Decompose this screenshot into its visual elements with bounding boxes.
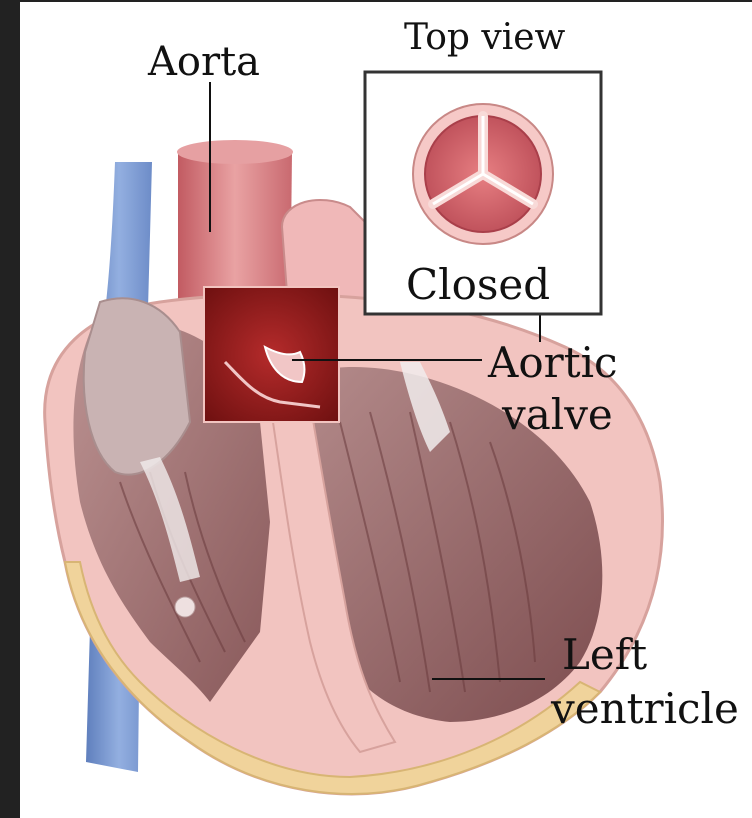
left-ventricle-label-line2: ventricle bbox=[551, 688, 739, 730]
valve-top-view bbox=[413, 104, 553, 244]
closed-label: Closed bbox=[406, 264, 550, 306]
aorta-label: Aorta bbox=[148, 42, 260, 82]
aortic-valve-label-line2: valve bbox=[502, 394, 613, 436]
aortic-valve-label-line1: Aortic bbox=[488, 342, 618, 384]
left-ventricle-label-line1: Left bbox=[562, 634, 647, 676]
diagram-canvas: Aorta Top view Closed Aortic valve Left … bbox=[20, 2, 752, 818]
top-view-label: Top view bbox=[404, 20, 565, 56]
